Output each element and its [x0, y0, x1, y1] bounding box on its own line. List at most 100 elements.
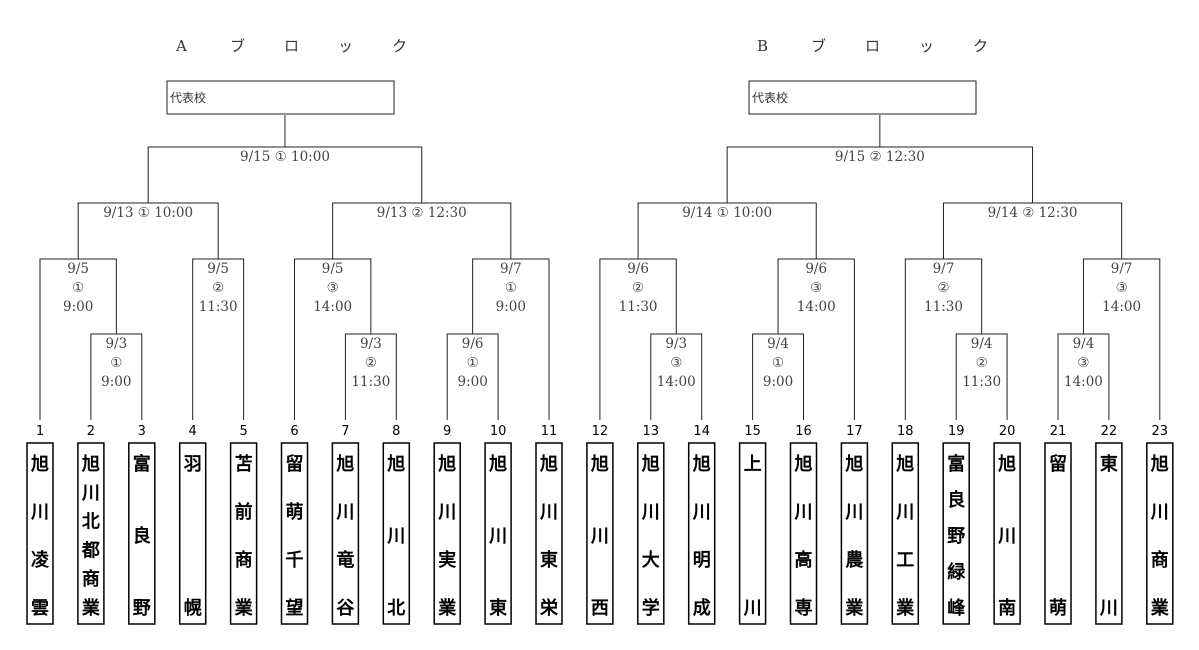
team-name-char: 川 [743, 598, 762, 619]
team-name-char: 苫 [235, 453, 253, 475]
first-round-match-6-date: 9/4 [971, 336, 993, 352]
team-number-3: 3 [138, 424, 146, 439]
quarter-match-6-date: 9/6 [805, 261, 827, 277]
team-name-char: 川 [1150, 502, 1169, 523]
block-title-char: B [757, 37, 768, 55]
quarter-match-4-time: 9:00 [496, 299, 526, 315]
team-name-char: 旭 [30, 453, 49, 475]
block-title-char: ク [392, 37, 407, 55]
first-round-match-5-time: 9:00 [763, 374, 793, 390]
first-round-match-6-time: 11:30 [962, 374, 1001, 390]
final-match-1: 9/15 ① 10:00 [240, 149, 330, 165]
team-number-11: 11 [541, 424, 558, 439]
team-name-char: 明 [693, 550, 711, 571]
block-title-char: ッ [919, 37, 934, 55]
block-title-char: ブ [811, 37, 826, 55]
team-name-char: 緑 [947, 561, 966, 583]
team-name-char: 栄 [539, 597, 559, 619]
team-name-char: 川 [590, 526, 609, 547]
team-name-char: 望 [286, 597, 304, 619]
team-name-char: 谷 [336, 598, 355, 619]
team-name-char: 実 [438, 549, 456, 571]
team-name-char: 川 [1099, 598, 1118, 619]
team-box-21 [1044, 442, 1072, 625]
quarter-match-2-time: 11:30 [199, 299, 238, 315]
team-name-char: 留 [1049, 453, 1067, 475]
first-round-match-4-date: 9/3 [665, 336, 687, 352]
team-name-char: 北 [387, 598, 405, 619]
team-name-char: 専 [795, 597, 813, 619]
team-name-char: 旭 [488, 453, 507, 475]
team-number-21: 21 [1050, 424, 1067, 439]
quarter-match-3-date: 9/5 [322, 261, 344, 277]
team-name-char: 旭 [81, 453, 100, 475]
team-name-char: 商 [82, 568, 100, 590]
team-name-char: 東 [540, 549, 558, 571]
team-name-char: 萌 [286, 501, 304, 523]
quarter-match-6-num: ③ [810, 280, 822, 296]
team-name-char: 富 [133, 453, 151, 475]
quarter-match-5-date: 9/6 [627, 261, 649, 277]
block-title-char: ッ [338, 37, 353, 55]
team-box-23 [1146, 442, 1174, 625]
team-box-18 [891, 442, 920, 625]
team-name-char: 都 [81, 540, 100, 561]
team-number-23: 23 [1152, 424, 1169, 439]
quarter-match-8-num: ③ [1116, 280, 1128, 296]
team-name-char: 東 [489, 597, 507, 619]
quarter-match-2-num: ② [212, 280, 224, 296]
bracket-lines [39, 115, 1161, 420]
team-box-22 [1095, 442, 1123, 625]
team-box-6 [280, 442, 309, 625]
team-name-char: 旭 [844, 453, 863, 475]
first-round-match-1-time: 9:00 [101, 374, 131, 390]
representative-box-2 [748, 80, 977, 115]
match-labels: 9/3①9:009/3②11:309/6①9:009/3③14:009/4①9:… [63, 149, 1141, 390]
team-number-14: 14 [693, 424, 710, 439]
team-name-char: 幌 [184, 597, 202, 619]
first-round-match-7-date: 9/4 [1073, 336, 1095, 352]
team-box-20 [993, 442, 1021, 625]
team-name-char: 川 [81, 483, 100, 504]
team-number-22: 22 [1101, 424, 1118, 439]
team-number-4: 4 [189, 424, 197, 439]
team-name-char: 野 [133, 598, 151, 619]
team-name-char: 羽 [184, 454, 202, 475]
quarter-match-3-time: 14:00 [313, 299, 352, 315]
semi-match-3: 9/14 ① 10:00 [682, 205, 772, 221]
team-name-char: 旭 [1150, 453, 1169, 475]
semi-match-4: 9/14 ② 12:30 [988, 205, 1078, 221]
team-name-char: 川 [794, 502, 813, 523]
team-number-13: 13 [643, 424, 660, 439]
team-name-char: 川 [30, 502, 49, 523]
team-name-char: 業 [234, 597, 254, 619]
team-name-char: 川 [997, 526, 1016, 547]
team-name-char: 萌 [1049, 597, 1067, 619]
team-number-18: 18 [897, 424, 914, 439]
block-title-char: A [175, 37, 187, 55]
block-title-char: ロ [284, 37, 299, 55]
team-name-char: 川 [437, 502, 456, 523]
first-round-match-3-time: 9:00 [457, 374, 487, 390]
team-number-16: 16 [795, 424, 812, 439]
team-name-char: 農 [845, 550, 864, 571]
team-name-char: 旭 [335, 453, 354, 475]
team-box-19 [942, 442, 970, 625]
quarter-match-8-time: 14:00 [1102, 299, 1141, 315]
team-box-1 [26, 442, 54, 625]
team-name-char: 川 [335, 502, 354, 523]
team-box-17 [840, 442, 869, 625]
team-name-char: 雲 [31, 598, 49, 619]
team-name-char: 前 [235, 501, 253, 523]
team-name-char: 川 [488, 526, 507, 547]
team-name-char: 旭 [539, 453, 558, 475]
team-number-5: 5 [239, 424, 247, 439]
team-number-15: 15 [744, 424, 761, 439]
team-name-char: 富 [947, 453, 965, 475]
team-name-char: 留 [286, 453, 304, 475]
team-box-11 [535, 442, 563, 625]
team-name-char: 川 [844, 502, 863, 523]
block-title-char: ク [973, 37, 988, 55]
